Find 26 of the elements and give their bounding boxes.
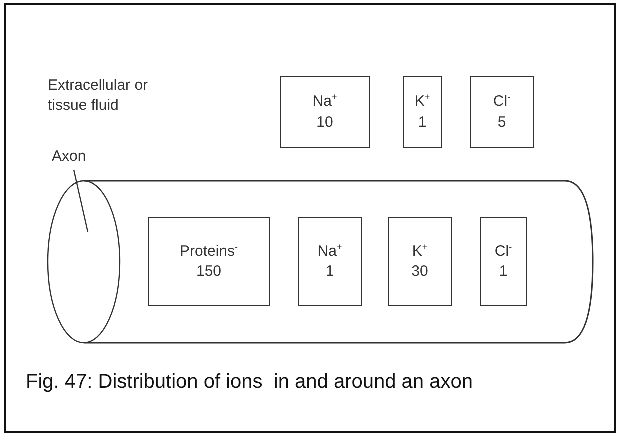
ion-name: Na$^{+}$ [318,240,342,262]
ion-concentration: 10 [316,112,334,132]
ion-box [148,217,270,306]
ion-concentration: 1 [499,262,508,282]
figure-caption: Fig. 47: Distribution of ions in and around an axon [26,371,473,394]
ion-concentration: 1 [326,262,334,282]
ion-box [403,76,442,148]
ion-concentration: 30 [412,262,428,282]
ion-box [470,76,534,148]
leader-line [73,170,89,232]
ion-name: Proteins$^{-}$ [180,240,238,262]
ion-concentration: 5 [498,112,506,132]
ion-concentration: 150 [196,262,222,282]
ion-name: Cl$^{-}$ [493,91,511,112]
ion-name: K$^{+}$ [414,91,430,112]
ion-box [298,217,362,306]
ion-name: Cl$^{-}$ [494,240,512,262]
ion-box [480,217,527,306]
axon-label: Axon [52,148,102,170]
ion-name: K$^{+}$ [412,240,428,262]
ion-box [388,217,452,306]
ion-box [280,76,370,148]
region-label: Extracellular or tissue fluid [48,76,150,116]
ion-concentration: 1 [418,112,427,132]
axon-cylinder-drawing [48,181,593,343]
ion-name: Na$^{+}$ [312,91,338,112]
